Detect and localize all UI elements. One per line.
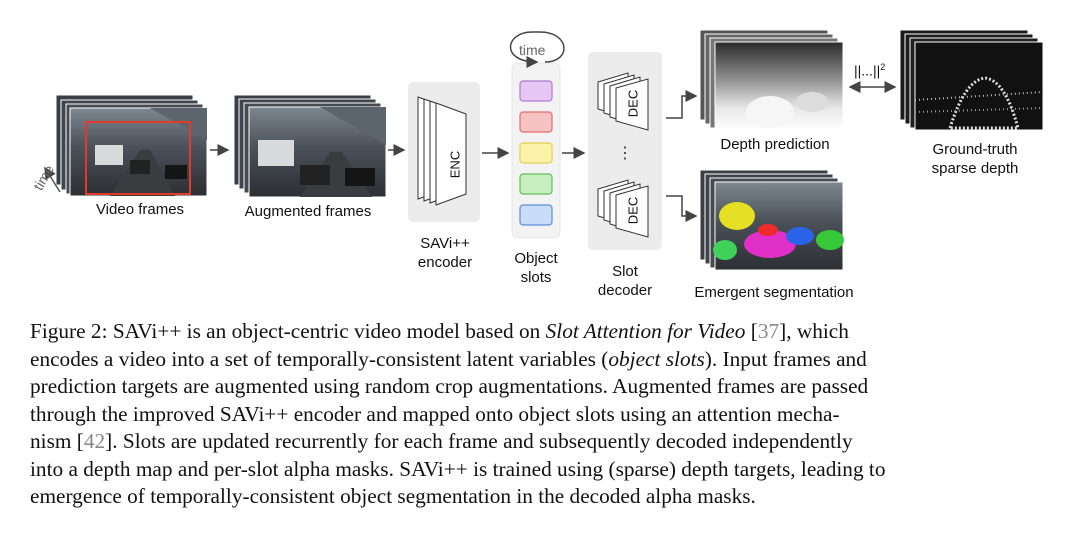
citation-37[interactable]: 37 xyxy=(757,319,780,343)
savi-encoder-label: SAVi++ encoder xyxy=(405,234,485,272)
segmentation-stack xyxy=(699,169,844,271)
architecture-diagram xyxy=(44,29,1044,271)
decoder-block-top xyxy=(597,72,649,131)
savi-encoder-line2: encoder xyxy=(417,254,473,271)
decoder-ellipsis: ⋮ xyxy=(617,145,633,162)
slot-decoder-line2: decoder xyxy=(597,282,653,299)
caption-l2-c: ). Input frames and xyxy=(704,346,867,371)
caption-l1-d: ], which xyxy=(779,319,849,343)
caption-line-2: encodes a video into a set of temporally… xyxy=(30,346,1050,374)
caption-line-4: through the improved SAVi++ encoder and … xyxy=(30,401,840,426)
slot-list xyxy=(519,80,553,226)
dec-top-label: DEC xyxy=(625,89,641,118)
depth-prediction-stack xyxy=(699,29,844,131)
caption-l2-italic: object slots xyxy=(608,346,705,371)
time-loop-label: time xyxy=(519,42,546,58)
caption-l5-b: ]. Slots are updated recurrently for eac… xyxy=(105,429,853,453)
video-frames-label: Video frames xyxy=(95,201,185,218)
caption-l1-c: [ xyxy=(745,319,758,343)
encoder-block xyxy=(417,96,467,206)
caption-l1-a: Figure 2: SAVi++ is an object-centric vi… xyxy=(30,319,546,343)
object-slots-label: Object slots xyxy=(500,249,572,287)
object-slot-5 xyxy=(519,204,553,226)
object-slot-4 xyxy=(519,173,553,195)
enc-label: ENC xyxy=(447,150,463,179)
caption-line-6: into a depth map and per-slot alpha mask… xyxy=(30,456,886,481)
caption-l1-italic: Slot Attention for Video xyxy=(545,319,746,343)
crop-box xyxy=(85,121,191,195)
object-slots-line2: slots xyxy=(520,269,552,286)
slot-decoder-label: Slot decoder xyxy=(585,262,665,300)
figure-caption: Figure 2: SAVi++ is an object-centric vi… xyxy=(30,318,1050,511)
slot-decoder-line1: Slot xyxy=(612,263,638,280)
caption-line-1: Figure 2: SAVi++ is an object-centric vi… xyxy=(30,318,1050,346)
ground-truth-label: Ground-truth sparse depth xyxy=(900,140,1050,178)
caption-line-3: prediction targets are augmented using r… xyxy=(30,374,869,398)
decoder-block-bottom xyxy=(597,179,649,238)
caption-l2-a: encodes a video into a set of temporally… xyxy=(30,346,609,371)
dec-bottom-label: DEC xyxy=(625,196,641,225)
loss-exponent: 2 xyxy=(880,62,886,72)
caption-line-5: nism [42]. Slots are updated recurrently… xyxy=(30,428,1050,456)
loss-norm: ||...|| xyxy=(854,62,881,79)
caption-line-7: emergence of temporally-consistent objec… xyxy=(30,484,756,508)
object-slot-2 xyxy=(519,111,553,133)
augmented-frames-label: Augmented frames xyxy=(244,203,372,220)
emergent-segmentation-label: Emergent segmentation xyxy=(694,284,854,301)
loss-label: ||...||2 xyxy=(854,62,885,79)
ground-truth-line2: sparse depth xyxy=(931,160,1019,177)
object-slot-1 xyxy=(519,80,553,102)
ground-truth-stack xyxy=(899,29,1044,131)
ground-truth-line1: Ground-truth xyxy=(932,141,1018,158)
caption-l5-a: nism [ xyxy=(30,429,84,453)
augmented-frames-stack xyxy=(233,94,387,198)
object-slots-line1: Object xyxy=(514,250,558,267)
depth-prediction-label: Depth prediction xyxy=(720,136,830,153)
citation-42[interactable]: 42 xyxy=(83,429,106,453)
video-frames-stack xyxy=(55,94,208,197)
object-slot-3 xyxy=(519,142,553,164)
savi-encoder-line1: SAVi++ xyxy=(420,235,470,252)
